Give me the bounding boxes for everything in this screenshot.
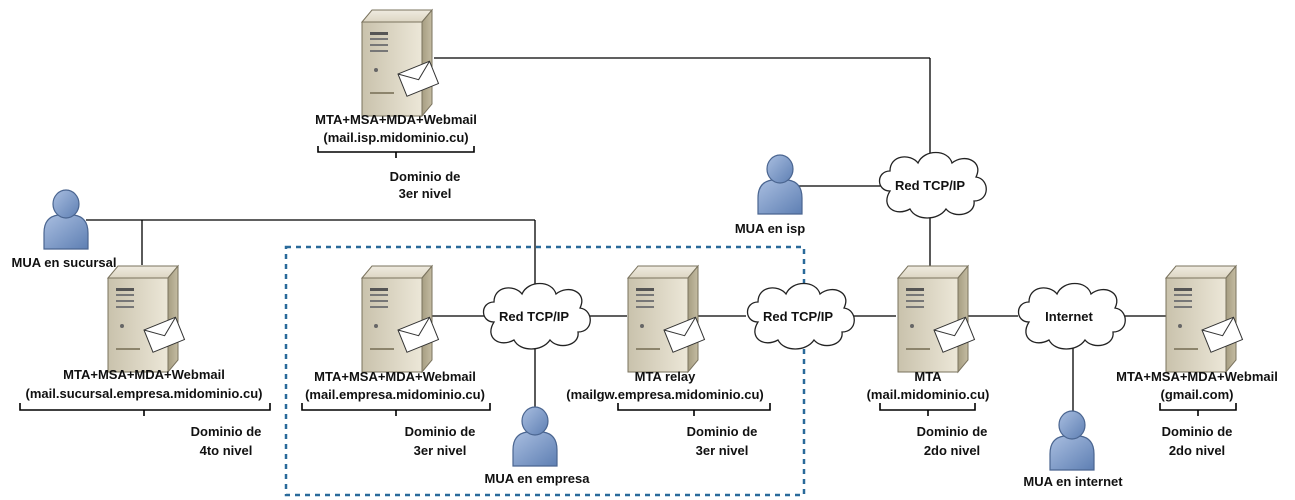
server-sucursal-brace	[19, 403, 271, 416]
server-mta-title: MTA	[914, 369, 942, 384]
server-mta-brace	[879, 403, 976, 416]
server-empresa-icon	[361, 265, 440, 373]
server-gmail-domain-line2: 2do nivel	[1169, 443, 1225, 458]
server-mta-domain-line2: 2do nivel	[924, 443, 980, 458]
user-isp-label: MUA en isp	[735, 221, 805, 236]
server-mta-host: (mail.midominio.cu)	[867, 387, 990, 402]
server-gmail-domain-line1: Dominio de	[1162, 424, 1233, 439]
server-empresa-host: (mail.empresa.midominio.cu)	[305, 387, 485, 402]
cloud-relay-icon: Red TCP/IP	[746, 282, 855, 350]
user-sucursal-label: MUA en sucursal	[12, 255, 117, 270]
user-isp-icon	[757, 154, 803, 215]
user-sucursal-icon	[43, 189, 89, 250]
cloud-internet-label: Internet	[1045, 309, 1093, 324]
server-isp-brace	[317, 146, 475, 158]
server-gmail-host: (gmail.com)	[1161, 387, 1234, 402]
server-sucursal-title: MTA+MSA+MDA+Webmail	[63, 367, 225, 382]
server-sucursal-host: (mail.sucursal.empresa.midominio.cu)	[26, 386, 263, 401]
cloud-empresa-icon: Red TCP/IP	[482, 282, 591, 350]
user-empresa-icon	[512, 406, 558, 467]
user-empresa-label: MUA en empresa	[485, 471, 591, 486]
server-relay-domain-line2: 3er nivel	[696, 443, 749, 458]
server-isp-icon	[361, 9, 440, 117]
server-mta-icon	[897, 265, 976, 373]
cloud-isp-icon: Red TCP/IP	[878, 151, 987, 219]
server-relay-title: MTA relay	[635, 369, 696, 384]
connection-lines	[86, 57, 1166, 418]
server-isp-title: MTA+MSA+MDA+Webmail	[315, 112, 477, 127]
server-gmail-brace	[1159, 403, 1237, 416]
user-internet-icon	[1049, 410, 1095, 471]
server-empresa-domain-line2: 3er nivel	[414, 443, 467, 458]
server-gmail-title: MTA+MSA+MDA+Webmail	[1116, 369, 1278, 384]
server-sucursal-domain-line2: 4to nivel	[200, 443, 253, 458]
server-isp-host: (mail.isp.midominio.cu)	[323, 130, 468, 145]
user-internet-label: MUA en internet	[1023, 474, 1123, 489]
server-relay-domain-line1: Dominio de	[687, 424, 758, 439]
server-isp-domain-line2: 3er nivel	[399, 186, 452, 201]
server-relay-host: (mailgw.empresa.midominio.cu)	[566, 387, 763, 402]
cloud-internet-icon: Internet	[1017, 282, 1126, 350]
cloud-isp-label: Red TCP/IP	[895, 178, 965, 193]
server-relay-icon	[627, 265, 706, 373]
server-sucursal-icon	[107, 265, 186, 373]
enterprise-boundary	[284, 245, 806, 497]
cloud-relay-label: Red TCP/IP	[763, 309, 833, 324]
server-sucursal-domain-line1: Dominio de	[191, 424, 262, 439]
server-empresa-brace	[301, 403, 491, 416]
server-empresa-title: MTA+MSA+MDA+Webmail	[314, 369, 476, 384]
server-relay-brace	[617, 403, 771, 416]
server-gmail-icon	[1165, 265, 1244, 373]
server-empresa-domain-line1: Dominio de	[405, 424, 476, 439]
server-mta-domain-line1: Dominio de	[917, 424, 988, 439]
server-isp-domain-line1: Dominio de	[390, 169, 461, 184]
cloud-empresa-label: Red TCP/IP	[499, 309, 569, 324]
